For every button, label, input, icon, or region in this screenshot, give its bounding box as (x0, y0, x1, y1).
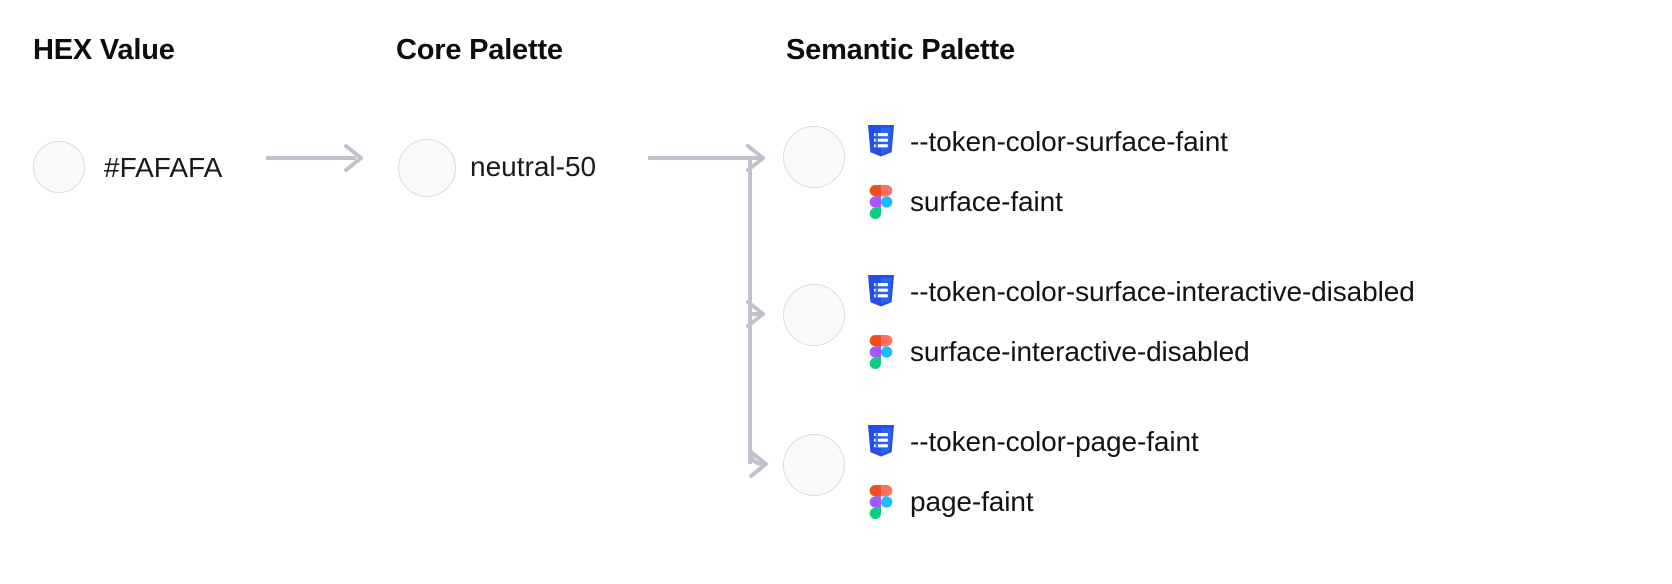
hex-value-label: #FAFAFA (104, 152, 223, 183)
branching-connector-core-to-semantic (648, 144, 768, 478)
css3-icon (866, 275, 896, 309)
figma-token-label: surface-interactive-disabled (910, 336, 1250, 367)
css-token-label: --token-color-surface-interactive-disabl… (910, 276, 1415, 307)
css-token-row-0[interactable]: --token-color-surface-faint (866, 112, 1228, 172)
column-header-semantic-palette: Semantic Palette (786, 34, 1015, 66)
core-palette-value-label: neutral-50 (470, 151, 597, 182)
figma-token-row-2[interactable]: page-faint (866, 472, 1199, 532)
figma-icon (866, 485, 896, 519)
css-token-row-1[interactable]: --token-color-surface-interactive-disabl… (866, 262, 1415, 322)
semantic-token-group-2: --token-color-page-faint page-faint (866, 412, 1199, 532)
column-header-core-palette: Core Palette (396, 34, 563, 66)
arrow-hex-to-core (266, 144, 363, 172)
css-token-label: --token-color-page-faint (910, 426, 1199, 457)
color-swatch-hex (33, 141, 85, 193)
css3-icon (866, 425, 896, 459)
color-swatch-semantic-2 (783, 434, 845, 496)
column-header-hex-value: HEX Value (33, 34, 175, 66)
css-token-row-2[interactable]: --token-color-page-faint (866, 412, 1199, 472)
figma-token-label: page-faint (910, 486, 1034, 517)
color-swatch-core (398, 139, 456, 197)
figma-icon (866, 335, 896, 369)
color-swatch-semantic-1 (783, 284, 845, 346)
figma-token-label: surface-faint (910, 186, 1063, 217)
figma-icon (866, 185, 896, 219)
color-swatch-semantic-0 (783, 126, 845, 188)
semantic-token-group-0: --token-color-surface-faint surface-fain… (866, 112, 1228, 232)
css3-icon (866, 125, 896, 159)
figma-token-row-0[interactable]: surface-faint (866, 172, 1228, 232)
figma-token-row-1[interactable]: surface-interactive-disabled (866, 322, 1415, 382)
semantic-token-group-1: --token-color-surface-interactive-disabl… (866, 262, 1415, 382)
css-token-label: --token-color-surface-faint (910, 126, 1228, 157)
